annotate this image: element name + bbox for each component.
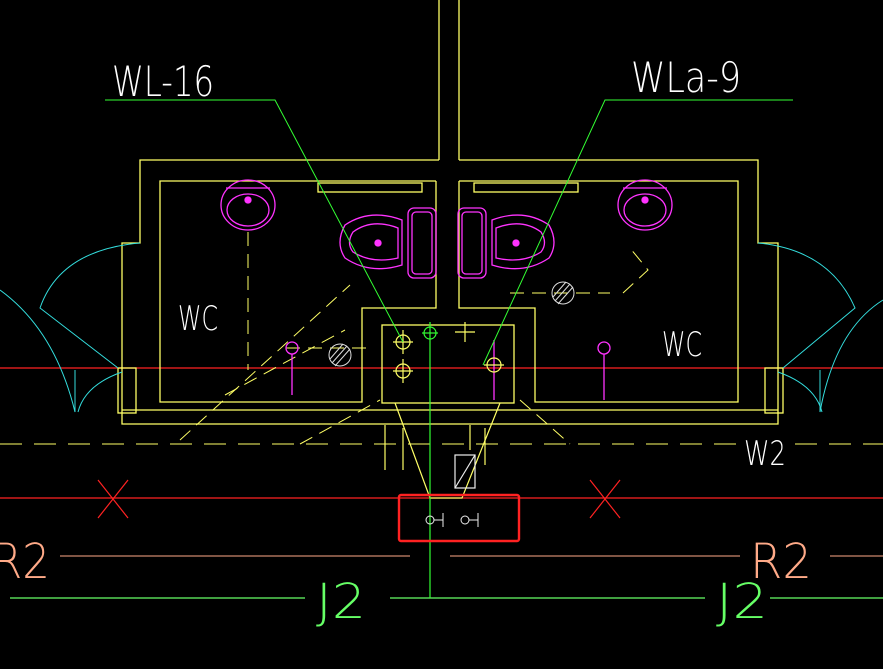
door-right-upper <box>757 242 856 369</box>
fixtures <box>220 179 673 400</box>
hatched-drains <box>328 281 575 367</box>
label-pipe-r2-right: R2 <box>750 534 812 590</box>
toilet-right <box>457 207 555 279</box>
leader-lines <box>105 99 793 366</box>
label-riser-left: WL-16 <box>112 57 214 106</box>
doors <box>0 242 883 413</box>
valve-box <box>454 454 476 489</box>
floor-drain-right <box>597 341 611 400</box>
axis-x-mark-right <box>589 479 621 519</box>
label-pipe-w2: W2 <box>744 434 786 474</box>
door-right-lower <box>777 371 823 413</box>
risers <box>384 322 504 499</box>
label-pipe-j2-right: J2 <box>716 574 768 630</box>
hatched-drain-right <box>551 281 575 305</box>
door-left-lower <box>77 371 123 413</box>
washbasin-left <box>220 179 276 231</box>
walls <box>117 0 784 425</box>
leader-wla9 <box>482 99 793 366</box>
riser-line-green <box>422 322 438 598</box>
door-right-swing <box>819 299 883 413</box>
highlight-box <box>397 493 521 543</box>
toilet-left <box>339 207 437 279</box>
hatched-drain-left <box>328 343 352 367</box>
floor-drain-left <box>285 341 299 395</box>
door-left-swing <box>0 289 76 413</box>
label-room-right: WC <box>662 325 702 365</box>
label-pipe-r2-left: R2 <box>0 534 50 590</box>
labels: WL-16 WLa-9 WC WC W2 R2 R2 J2 J2 <box>0 53 812 630</box>
axis-x-mark-left <box>97 479 129 519</box>
washbasin-right <box>617 179 673 231</box>
leader-wl16 <box>105 99 404 343</box>
label-room-left: WC <box>178 299 218 339</box>
door-left-upper <box>39 242 141 369</box>
label-riser-right: WLa-9 <box>631 53 741 102</box>
label-pipe-j2-left: J2 <box>316 574 366 630</box>
